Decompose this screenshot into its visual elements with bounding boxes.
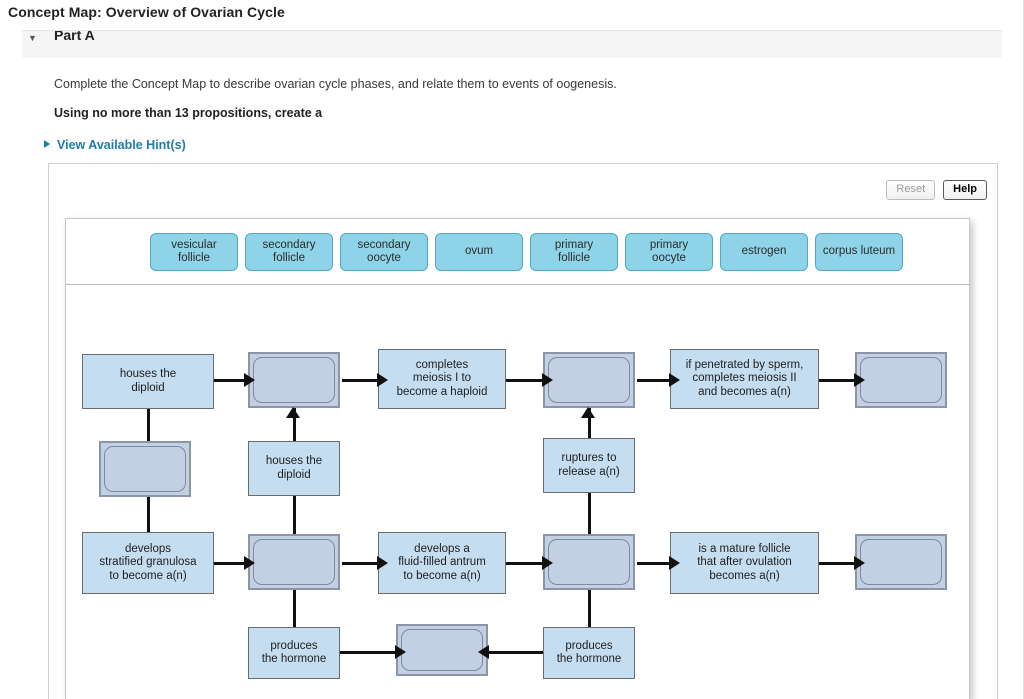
connector-line	[340, 651, 396, 654]
help-button[interactable]: Help	[943, 180, 987, 200]
connector-line	[214, 379, 245, 382]
arrowhead-right-icon	[244, 373, 255, 387]
arrowhead-right-icon	[542, 556, 553, 570]
arrowhead-left-icon	[478, 645, 489, 659]
connector-line	[819, 379, 855, 382]
panel-toolbar: Reset Help	[886, 180, 987, 200]
drop-target[interactable]	[855, 352, 947, 408]
connector-line	[588, 590, 591, 627]
instruction-line-1: Complete the Concept Map to describe ova…	[54, 77, 617, 91]
caret-down-icon[interactable]: ▼	[28, 33, 37, 43]
connector-line	[293, 496, 296, 534]
connector-line	[488, 651, 543, 654]
arrowhead-right-icon	[669, 556, 680, 570]
arrowhead-up-icon	[581, 407, 595, 418]
proposition-node: if penetrated by sperm,completes meiosis…	[670, 349, 819, 409]
instruction-line-2: Using no more than 13 propositions, crea…	[54, 106, 323, 120]
term-chip[interactable]: estrogen	[720, 233, 808, 271]
connector-line	[506, 379, 543, 382]
view-hints-label: View Available Hint(s)	[57, 138, 186, 152]
connector-line	[506, 562, 543, 565]
connector-line	[637, 562, 670, 565]
term-chip[interactable]: ovum	[435, 233, 523, 271]
connector-line	[588, 408, 591, 438]
arrowhead-right-icon	[854, 373, 865, 387]
drop-target[interactable]	[543, 534, 635, 590]
drop-target[interactable]	[543, 352, 635, 408]
connector-line	[293, 408, 296, 441]
reset-button[interactable]: Reset	[886, 180, 936, 200]
arrowhead-right-icon	[377, 556, 388, 570]
part-a-label: Part A	[54, 30, 95, 43]
arrowhead-right-icon	[244, 556, 255, 570]
connector-line	[637, 379, 670, 382]
connector-line	[147, 497, 150, 532]
drop-target[interactable]	[855, 534, 947, 590]
arrowhead-up-icon	[286, 407, 300, 418]
connector-line	[342, 562, 378, 565]
view-hints-toggle[interactable]: View Available Hint(s)	[44, 138, 186, 152]
part-a-header[interactable]: ▼ Part A	[22, 30, 1002, 58]
page-title: Concept Map: Overview of Ovarian Cycle	[8, 4, 285, 20]
term-chip[interactable]: corpus luteum	[815, 233, 903, 271]
arrowhead-right-icon	[377, 373, 388, 387]
connector-line	[293, 590, 296, 627]
connector-line	[147, 409, 150, 441]
triangle-right-icon	[44, 140, 50, 148]
arrowhead-right-icon	[854, 556, 865, 570]
arrowhead-right-icon	[395, 645, 406, 659]
drop-target[interactable]	[99, 441, 191, 497]
arrowhead-right-icon	[542, 373, 553, 387]
connector-line	[214, 562, 245, 565]
drop-target[interactable]	[396, 624, 488, 676]
connector-line	[588, 493, 591, 534]
arrowhead-right-icon	[669, 373, 680, 387]
connector-line	[819, 562, 855, 565]
drop-target[interactable]	[248, 352, 340, 408]
drop-target[interactable]	[248, 534, 340, 590]
connector-line	[342, 379, 378, 382]
